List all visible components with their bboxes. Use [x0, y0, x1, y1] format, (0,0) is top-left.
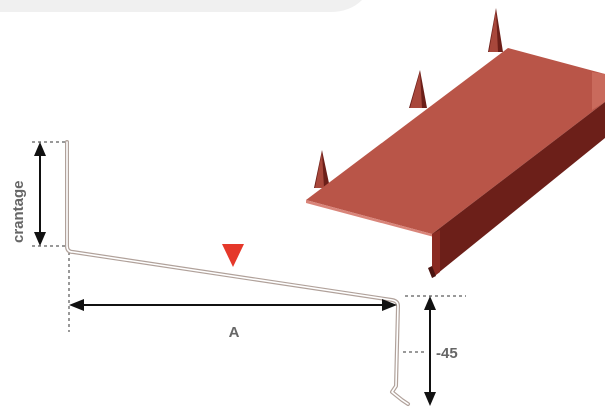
extension-lines	[32, 141, 466, 353]
profile-outline-inner	[66, 141, 409, 405]
drop-arrow-head-bottom	[424, 392, 436, 406]
sheet-hem	[428, 266, 436, 278]
sheet-lip	[592, 72, 605, 110]
crantage-dimension	[34, 142, 46, 246]
drop-dimension	[424, 296, 436, 406]
sheet-front-face	[432, 102, 605, 278]
product-illustration	[306, 8, 605, 278]
drop-arrow-head-top	[424, 296, 436, 310]
profile-outline	[65, 140, 410, 406]
sheet-edge-highlight	[306, 200, 434, 237]
crantage-arrow-head-top	[34, 142, 46, 156]
sheet-top-face	[306, 48, 605, 234]
drop-label: -45	[436, 345, 458, 362]
width-arrow-head-right	[382, 299, 397, 311]
width-arrow-head-left	[69, 299, 84, 311]
sheet-front-edge	[432, 230, 440, 278]
width-dimension	[69, 299, 397, 311]
clip-tab-highlight	[410, 72, 422, 108]
top-bar	[0, 0, 362, 12]
width-label: A	[229, 324, 240, 341]
crantage-arrow-head-bottom	[34, 232, 46, 246]
clip-tab-highlight	[489, 10, 498, 52]
slope-marker-icon	[222, 244, 244, 267]
clip-tab-highlight	[315, 152, 324, 188]
crantage-label: crantage	[10, 180, 27, 243]
